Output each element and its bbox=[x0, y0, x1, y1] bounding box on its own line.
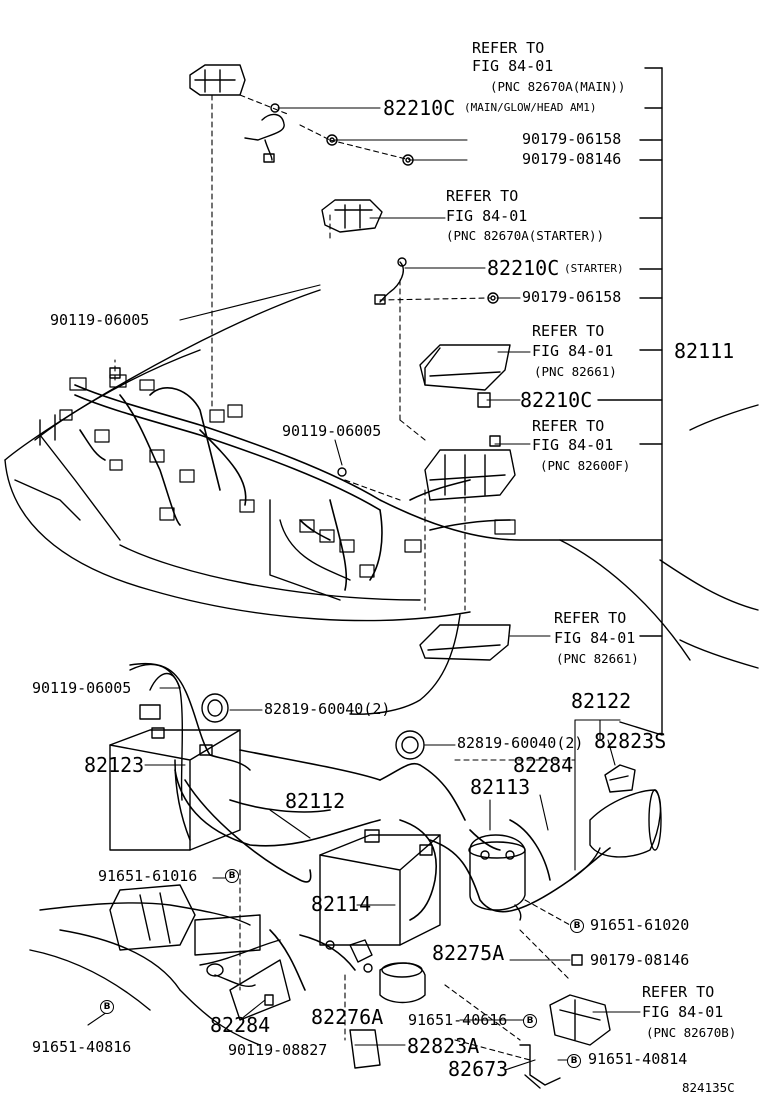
bolt-marker-b: B bbox=[570, 919, 584, 933]
part-82112: 82112 bbox=[285, 789, 346, 813]
refer-main-line3: (PNC 82670A(MAIN)) bbox=[490, 79, 626, 94]
part-90119-06005-c: 90119-06005 bbox=[32, 679, 132, 697]
part-90179-08146-a: 90179-08146 bbox=[522, 150, 622, 168]
part-82114: 82114 bbox=[311, 892, 372, 916]
starter-note: (STARTER) bbox=[564, 262, 624, 275]
bolt-marker-a: B bbox=[225, 869, 239, 883]
part-82210c-starter: 82210C bbox=[487, 256, 560, 280]
figure-code: 824135C bbox=[682, 1080, 735, 1095]
battery-right bbox=[319, 829, 441, 946]
part-82819-60040-b: 82819-60040(2) bbox=[457, 734, 584, 752]
part-82210c-main: 82210C bbox=[383, 96, 456, 120]
bracket-82670b bbox=[549, 954, 611, 1046]
refer-starter-line1: REFER TO bbox=[446, 187, 519, 205]
grommet-a bbox=[201, 693, 229, 723]
part-91651-40814: 91651-40814 bbox=[588, 1050, 688, 1068]
fusible-link-main bbox=[189, 64, 414, 166]
refer-82600f-line1: REFER TO bbox=[532, 417, 605, 435]
part-82823s: 82823S bbox=[594, 729, 667, 753]
starter-motor bbox=[569, 764, 662, 881]
bolt-marker-e: B bbox=[567, 1054, 581, 1068]
refer-82600f-line3: (PNC 82600F) bbox=[540, 458, 631, 473]
part-90119-08827: 90119-08827 bbox=[228, 1041, 328, 1059]
body-curve-lower bbox=[349, 614, 461, 715]
part-82823a: 82823A bbox=[407, 1034, 480, 1058]
engine-wire-harness bbox=[74, 384, 663, 591]
part-90179-08146-b: 90179-08146 bbox=[590, 951, 690, 969]
refer-82670b-line2: FIG 84-01 bbox=[642, 1003, 724, 1021]
part-91651-40816: 91651-40816 bbox=[32, 1038, 132, 1056]
battery-harness-left bbox=[129, 662, 251, 841]
part-91651-40616: 91651-40616 bbox=[408, 1011, 508, 1029]
refer-82661-a-line2: FIG 84-01 bbox=[532, 342, 614, 360]
relay-82113 bbox=[468, 834, 526, 921]
part-90179-06158-b: 90179-06158 bbox=[522, 288, 622, 306]
part-82122: 82122 bbox=[571, 689, 632, 713]
harness-connectors bbox=[59, 374, 516, 578]
part-82673: 82673 bbox=[448, 1057, 509, 1081]
part-82111: 82111 bbox=[674, 339, 735, 363]
refer-main-line4: (MAIN/GLOW/HEAD AM1) bbox=[464, 101, 597, 114]
part-82284-b: 82284 bbox=[210, 1013, 271, 1037]
car-body-outline bbox=[4, 289, 759, 669]
part-90119-06005-a: 90119-06005 bbox=[50, 311, 150, 329]
part-82276a: 82276A bbox=[311, 1005, 384, 1029]
part-91651-61016: 91651-61016 bbox=[98, 867, 198, 885]
small-fasteners bbox=[109, 367, 347, 1006]
refer-82661-b-line2: FIG 84-01 bbox=[554, 629, 636, 647]
refer-82661-a-line1: REFER TO bbox=[532, 322, 605, 340]
fusible-link-starter bbox=[321, 199, 499, 305]
refer-82600f-line2: FIG 84-01 bbox=[532, 436, 614, 454]
part-82275a: 82275A bbox=[432, 941, 505, 965]
junction-block bbox=[424, 435, 516, 501]
refer-82670b-line3: (PNC 82670B) bbox=[646, 1025, 737, 1040]
starter-relay bbox=[325, 939, 426, 1004]
part-82123: 82123 bbox=[84, 753, 145, 777]
part-90179-06158-a: 90179-06158 bbox=[522, 130, 622, 148]
refer-starter-line2: FIG 84-01 bbox=[446, 207, 528, 225]
part-90119-06005-b: 90119-06005 bbox=[282, 422, 382, 440]
bracket-82673 bbox=[519, 1044, 561, 1089]
relay-block-cover bbox=[419, 344, 511, 408]
part-82113: 82113 bbox=[470, 775, 531, 799]
refer-82661-a-line3: (PNC 82661) bbox=[534, 364, 617, 379]
part-91651-61020: 91651-61020 bbox=[590, 916, 690, 934]
part-82210c-c: 82210C bbox=[520, 388, 593, 412]
part-82284-a: 82284 bbox=[513, 753, 574, 777]
refer-82670b-line1: REFER TO bbox=[642, 983, 715, 1001]
refer-82661-b-line1: REFER TO bbox=[554, 609, 627, 627]
bolt-marker-c: B bbox=[100, 1000, 114, 1014]
part-82819-60040-a: 82819-60040(2) bbox=[264, 700, 391, 718]
block-82823a bbox=[349, 1029, 381, 1069]
leader-lines-solid bbox=[87, 107, 641, 1071]
refer-main-line1: REFER TO bbox=[472, 39, 545, 57]
bolt-marker-d: B bbox=[523, 1014, 537, 1028]
fuse-box-cover-lower bbox=[419, 624, 511, 661]
refer-main-line2: FIG 84-01 bbox=[472, 57, 554, 75]
grommet-b bbox=[395, 730, 425, 760]
lower-body-panel bbox=[29, 884, 291, 1046]
leader-lines-dashed bbox=[114, 94, 576, 1061]
refer-starter-line3: (PNC 82670A(STARTER)) bbox=[446, 228, 605, 243]
refer-82661-b-line3: (PNC 82661) bbox=[556, 651, 639, 666]
